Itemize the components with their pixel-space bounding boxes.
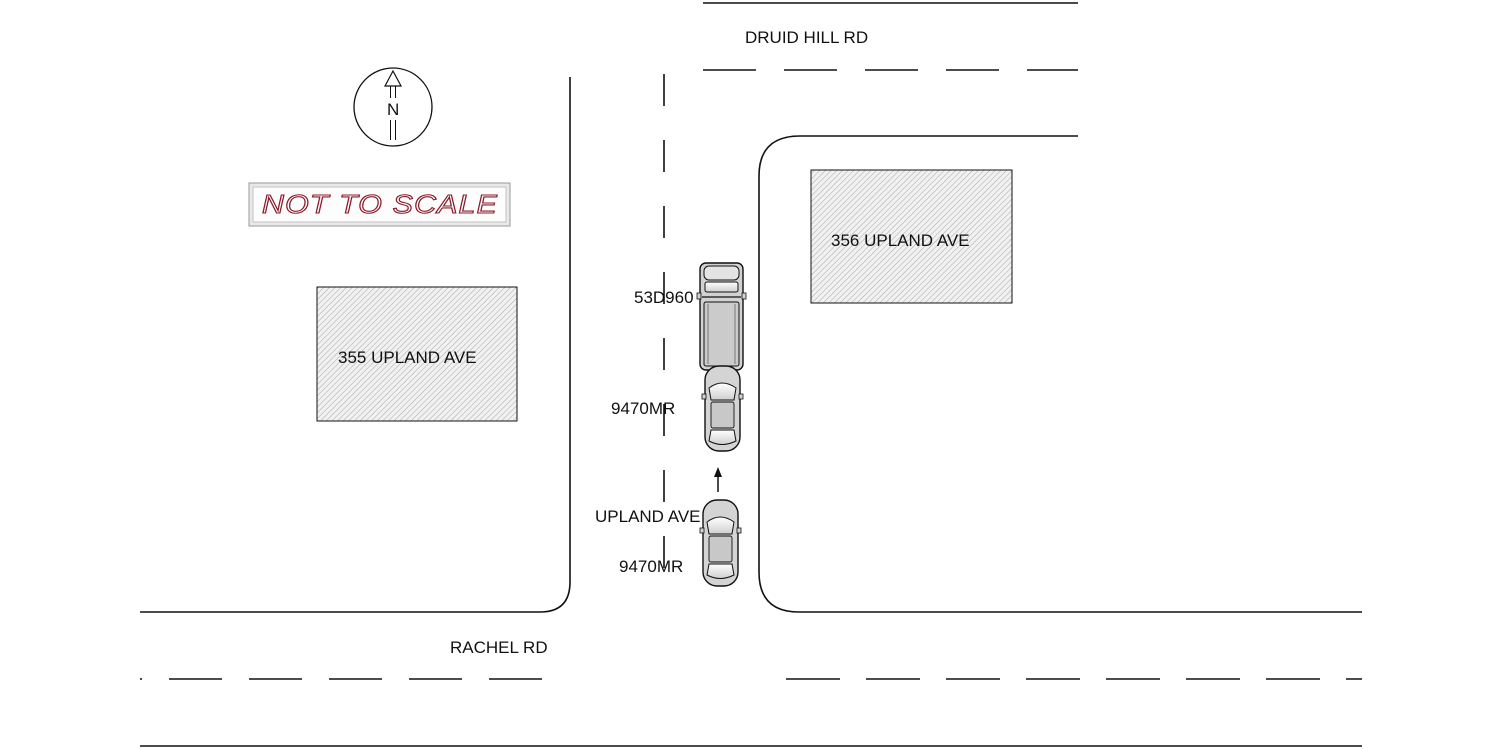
car-rear-mirror-right [736, 527, 742, 534]
upland-west-edge [140, 77, 571, 613]
car-mid-roof [710, 401, 735, 429]
building-west: 355 UPLAND AVE [316, 286, 518, 422]
truck-plate-label: 53D960 [634, 288, 694, 307]
car-mid-plate-label: 9470MR [611, 399, 675, 418]
car-mid-mirror-left [701, 393, 707, 400]
car-rear-mirror-left [699, 527, 705, 534]
car-mid-mirror-right [738, 393, 744, 400]
building-east: 356 UPLAND AVE [810, 169, 1013, 304]
scale-badge-inner [252, 186, 507, 223]
upland-east-edge [758, 135, 1362, 613]
vehicle-car-mid [701, 365, 744, 452]
not-to-scale-badge: NOT TO SCALE [248, 182, 511, 227]
car-rear-plate-label: 9470MR [619, 557, 683, 576]
road-edges [140, 2, 1362, 747]
building-west-label: 355 UPLAND AVE [338, 348, 477, 367]
scale-note-text: NOT TO SCALE [262, 189, 498, 219]
arrow-up-icon [384, 69, 402, 87]
north-arrow-circle [353, 67, 433, 147]
car-rear-roof [708, 535, 733, 563]
car-mid-rear-window [708, 429, 737, 445]
vehicle-car-rear [699, 499, 742, 587]
truck-hood [703, 265, 740, 281]
vehicle-truck [696, 262, 747, 371]
centerlines [140, 69, 1362, 680]
building-west-footprint [316, 286, 518, 422]
car-rear-windshield [706, 516, 735, 535]
truck-mirror-left [696, 292, 702, 300]
north-arrow: N [353, 67, 433, 147]
arrow-up-icon [714, 467, 722, 477]
road-label-upland: UPLAND AVE [595, 507, 701, 526]
building-east-label: 356 UPLAND AVE [831, 231, 970, 250]
road-label-rachel: RACHEL RD [450, 638, 548, 657]
car-mid-windshield [708, 382, 737, 401]
car-rear-rear-window [706, 563, 735, 579]
truck-windshield [704, 281, 739, 293]
truck-mirror-right [741, 292, 747, 300]
north-letter: N [387, 100, 399, 119]
road-label-druid-hill: DRUID HILL RD [745, 28, 868, 47]
direction-arrow [714, 467, 722, 492]
truck-bed [703, 301, 740, 367]
building-east-footprint [810, 169, 1013, 304]
